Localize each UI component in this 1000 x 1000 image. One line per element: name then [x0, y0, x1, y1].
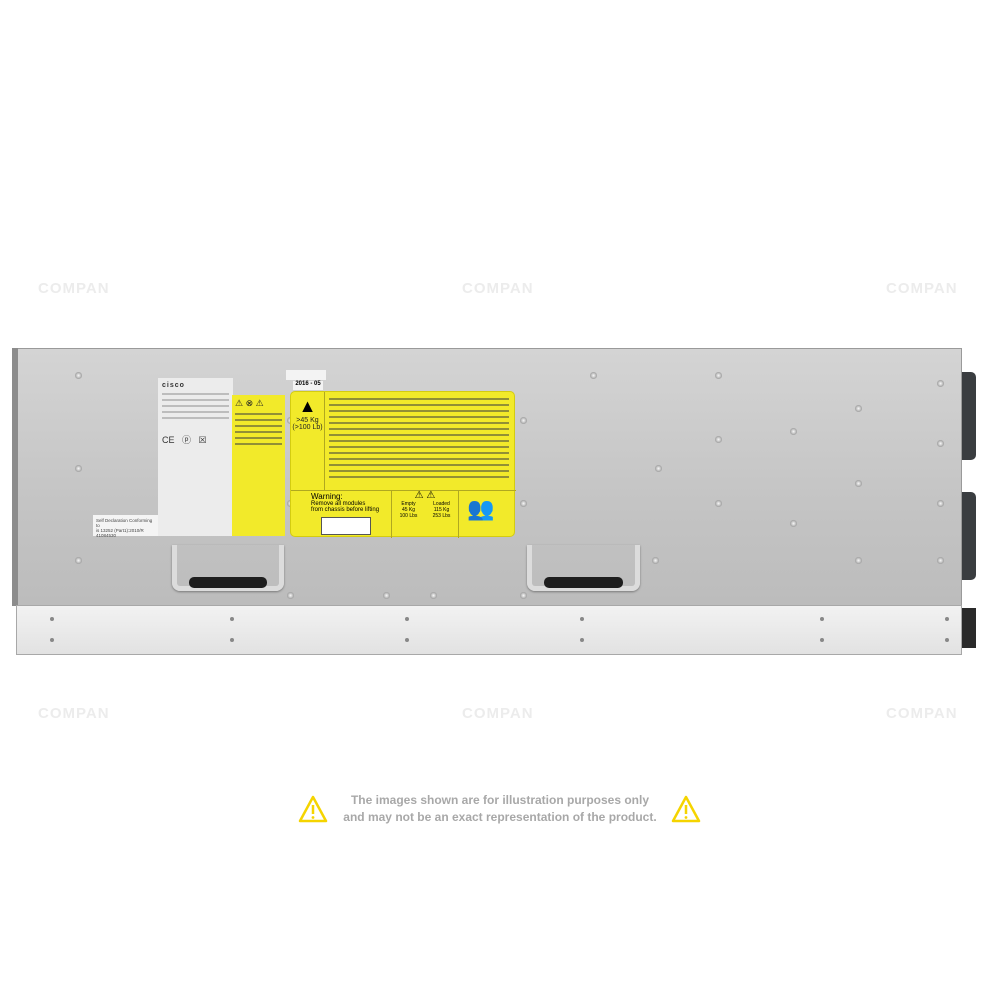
- screw: [652, 557, 659, 564]
- rail-hole: [945, 638, 949, 642]
- screw: [520, 500, 527, 507]
- screw: [790, 428, 797, 435]
- empty-header: Empty: [401, 501, 416, 507]
- screw: [937, 557, 944, 564]
- rail-hole: [405, 617, 409, 621]
- screw: [75, 465, 82, 472]
- watermark: COMPAN: [462, 705, 534, 722]
- rail-hole: [230, 617, 234, 621]
- screw: [715, 436, 722, 443]
- rail-hole: [50, 617, 54, 621]
- screw: [937, 380, 944, 387]
- warning-icon: ▲: [298, 396, 317, 416]
- empty-kg: 45 Kg: [401, 507, 416, 513]
- watermark: COMPAN: [462, 280, 534, 297]
- label-text: Self Declaration Conforming to: [96, 518, 153, 528]
- chassis-left-edge: [12, 348, 18, 606]
- warning-title: Warning:: [311, 492, 343, 501]
- screw: [855, 405, 862, 412]
- lifting-warning-label: ▲ >45 Kg (>100 Lb) Warning: Remove all m…: [290, 391, 516, 538]
- date-sticker: 2016 - 05: [293, 381, 323, 390]
- rail-clip: [962, 608, 976, 648]
- rail-hole: [820, 638, 824, 642]
- watermark: COMPAN: [886, 280, 958, 297]
- rail-hole: [945, 617, 949, 621]
- screw: [75, 557, 82, 564]
- module-diagram: [321, 517, 371, 535]
- rail-hole: [580, 617, 584, 621]
- disclaimer: The images shown are for illustration pu…: [300, 792, 700, 826]
- self-declaration-label: Self Declaration Conforming to is 13252 …: [93, 515, 158, 538]
- screw: [520, 592, 527, 599]
- screw: [430, 592, 437, 599]
- weight-limit-lb: (>100 Lb): [292, 424, 323, 431]
- serial-sticker: [286, 370, 326, 380]
- screw: [287, 592, 294, 599]
- chassis-handle: [527, 545, 640, 591]
- regulatory-label: cisco CE ⓟ ☒: [158, 378, 233, 536]
- screw: [590, 372, 597, 379]
- loaded-kg: 115 Kg: [433, 507, 450, 513]
- screw: [383, 592, 390, 599]
- screw: [715, 500, 722, 507]
- watermark: COMPAN: [38, 705, 110, 722]
- warning-triangle-icon: [671, 795, 701, 828]
- chassis-latch: [962, 492, 976, 580]
- screw: [520, 417, 527, 424]
- label-text: is 13252 (Part1):2010/R 41084530: [96, 528, 144, 538]
- disclaimer-line: and may not be an exact representation o…: [343, 810, 657, 824]
- warning-icons: ⚠ ⊗ ⚠: [235, 398, 264, 408]
- watermark: COMPAN: [38, 280, 110, 297]
- rail-hole: [580, 638, 584, 642]
- rail-hole: [405, 638, 409, 642]
- esd-warning-label: ⚠ ⊗ ⚠: [232, 395, 285, 536]
- two-person-lift-icon: 👥: [467, 496, 495, 521]
- chassis-handle: [172, 545, 284, 591]
- cisco-logo: cisco: [162, 382, 185, 389]
- disclaimer-line: The images shown are for illustration pu…: [350, 793, 650, 807]
- screw: [855, 557, 862, 564]
- rail-hole: [50, 638, 54, 642]
- screw: [937, 500, 944, 507]
- watermark: COMPAN: [886, 705, 958, 722]
- screw: [855, 480, 862, 487]
- warning-line: Remove all modules: [311, 501, 366, 507]
- warning-line: from chassis before lifting: [311, 507, 380, 513]
- screw: [790, 520, 797, 527]
- rail-hole: [230, 638, 234, 642]
- weight-limit: >45 Kg: [296, 417, 319, 424]
- rail-hole: [820, 617, 824, 621]
- loaded-header: Loaded: [433, 501, 450, 507]
- screw: [715, 372, 722, 379]
- screw: [655, 465, 662, 472]
- chassis-latch: [962, 372, 976, 460]
- warning-triangle-icon: [298, 795, 328, 828]
- screw: [937, 440, 944, 447]
- empty-lb: 100 Lbs: [399, 513, 418, 519]
- compliance-marks: CE ⓟ ☒: [162, 435, 207, 445]
- chassis-bottom-rail: [16, 605, 962, 655]
- screw: [75, 372, 82, 379]
- loaded-lb: 253 Lbs: [432, 513, 451, 519]
